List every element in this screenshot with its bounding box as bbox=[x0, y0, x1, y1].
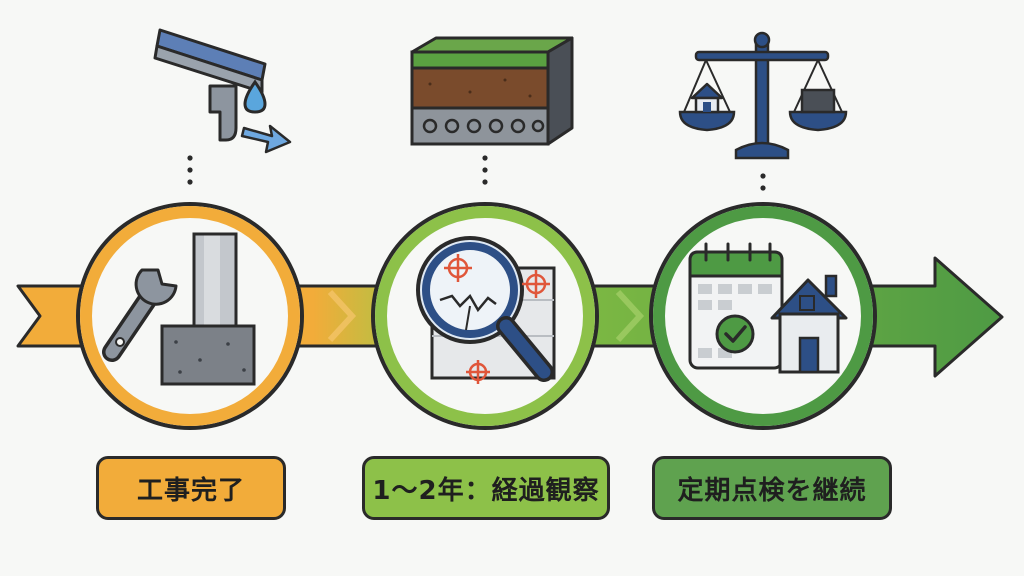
step-3-label: 定期点検を継続 bbox=[652, 456, 892, 520]
calendar-house-icon bbox=[688, 242, 848, 374]
magnifier-crack-icon bbox=[416, 236, 556, 384]
step-2-label: 1〜2年：経過観察 bbox=[362, 456, 610, 520]
connector-dots bbox=[187, 155, 766, 191]
step-3-circle bbox=[649, 202, 877, 430]
wrench-foundation-icon bbox=[102, 232, 256, 386]
step-2-circle bbox=[371, 202, 599, 430]
soil-layers-icon bbox=[410, 36, 574, 146]
balance-scale-icon bbox=[678, 31, 848, 160]
step-1-circle bbox=[76, 202, 304, 430]
step-1-label: 工事完了 bbox=[96, 456, 286, 520]
gutter-drain-icon bbox=[153, 28, 292, 154]
